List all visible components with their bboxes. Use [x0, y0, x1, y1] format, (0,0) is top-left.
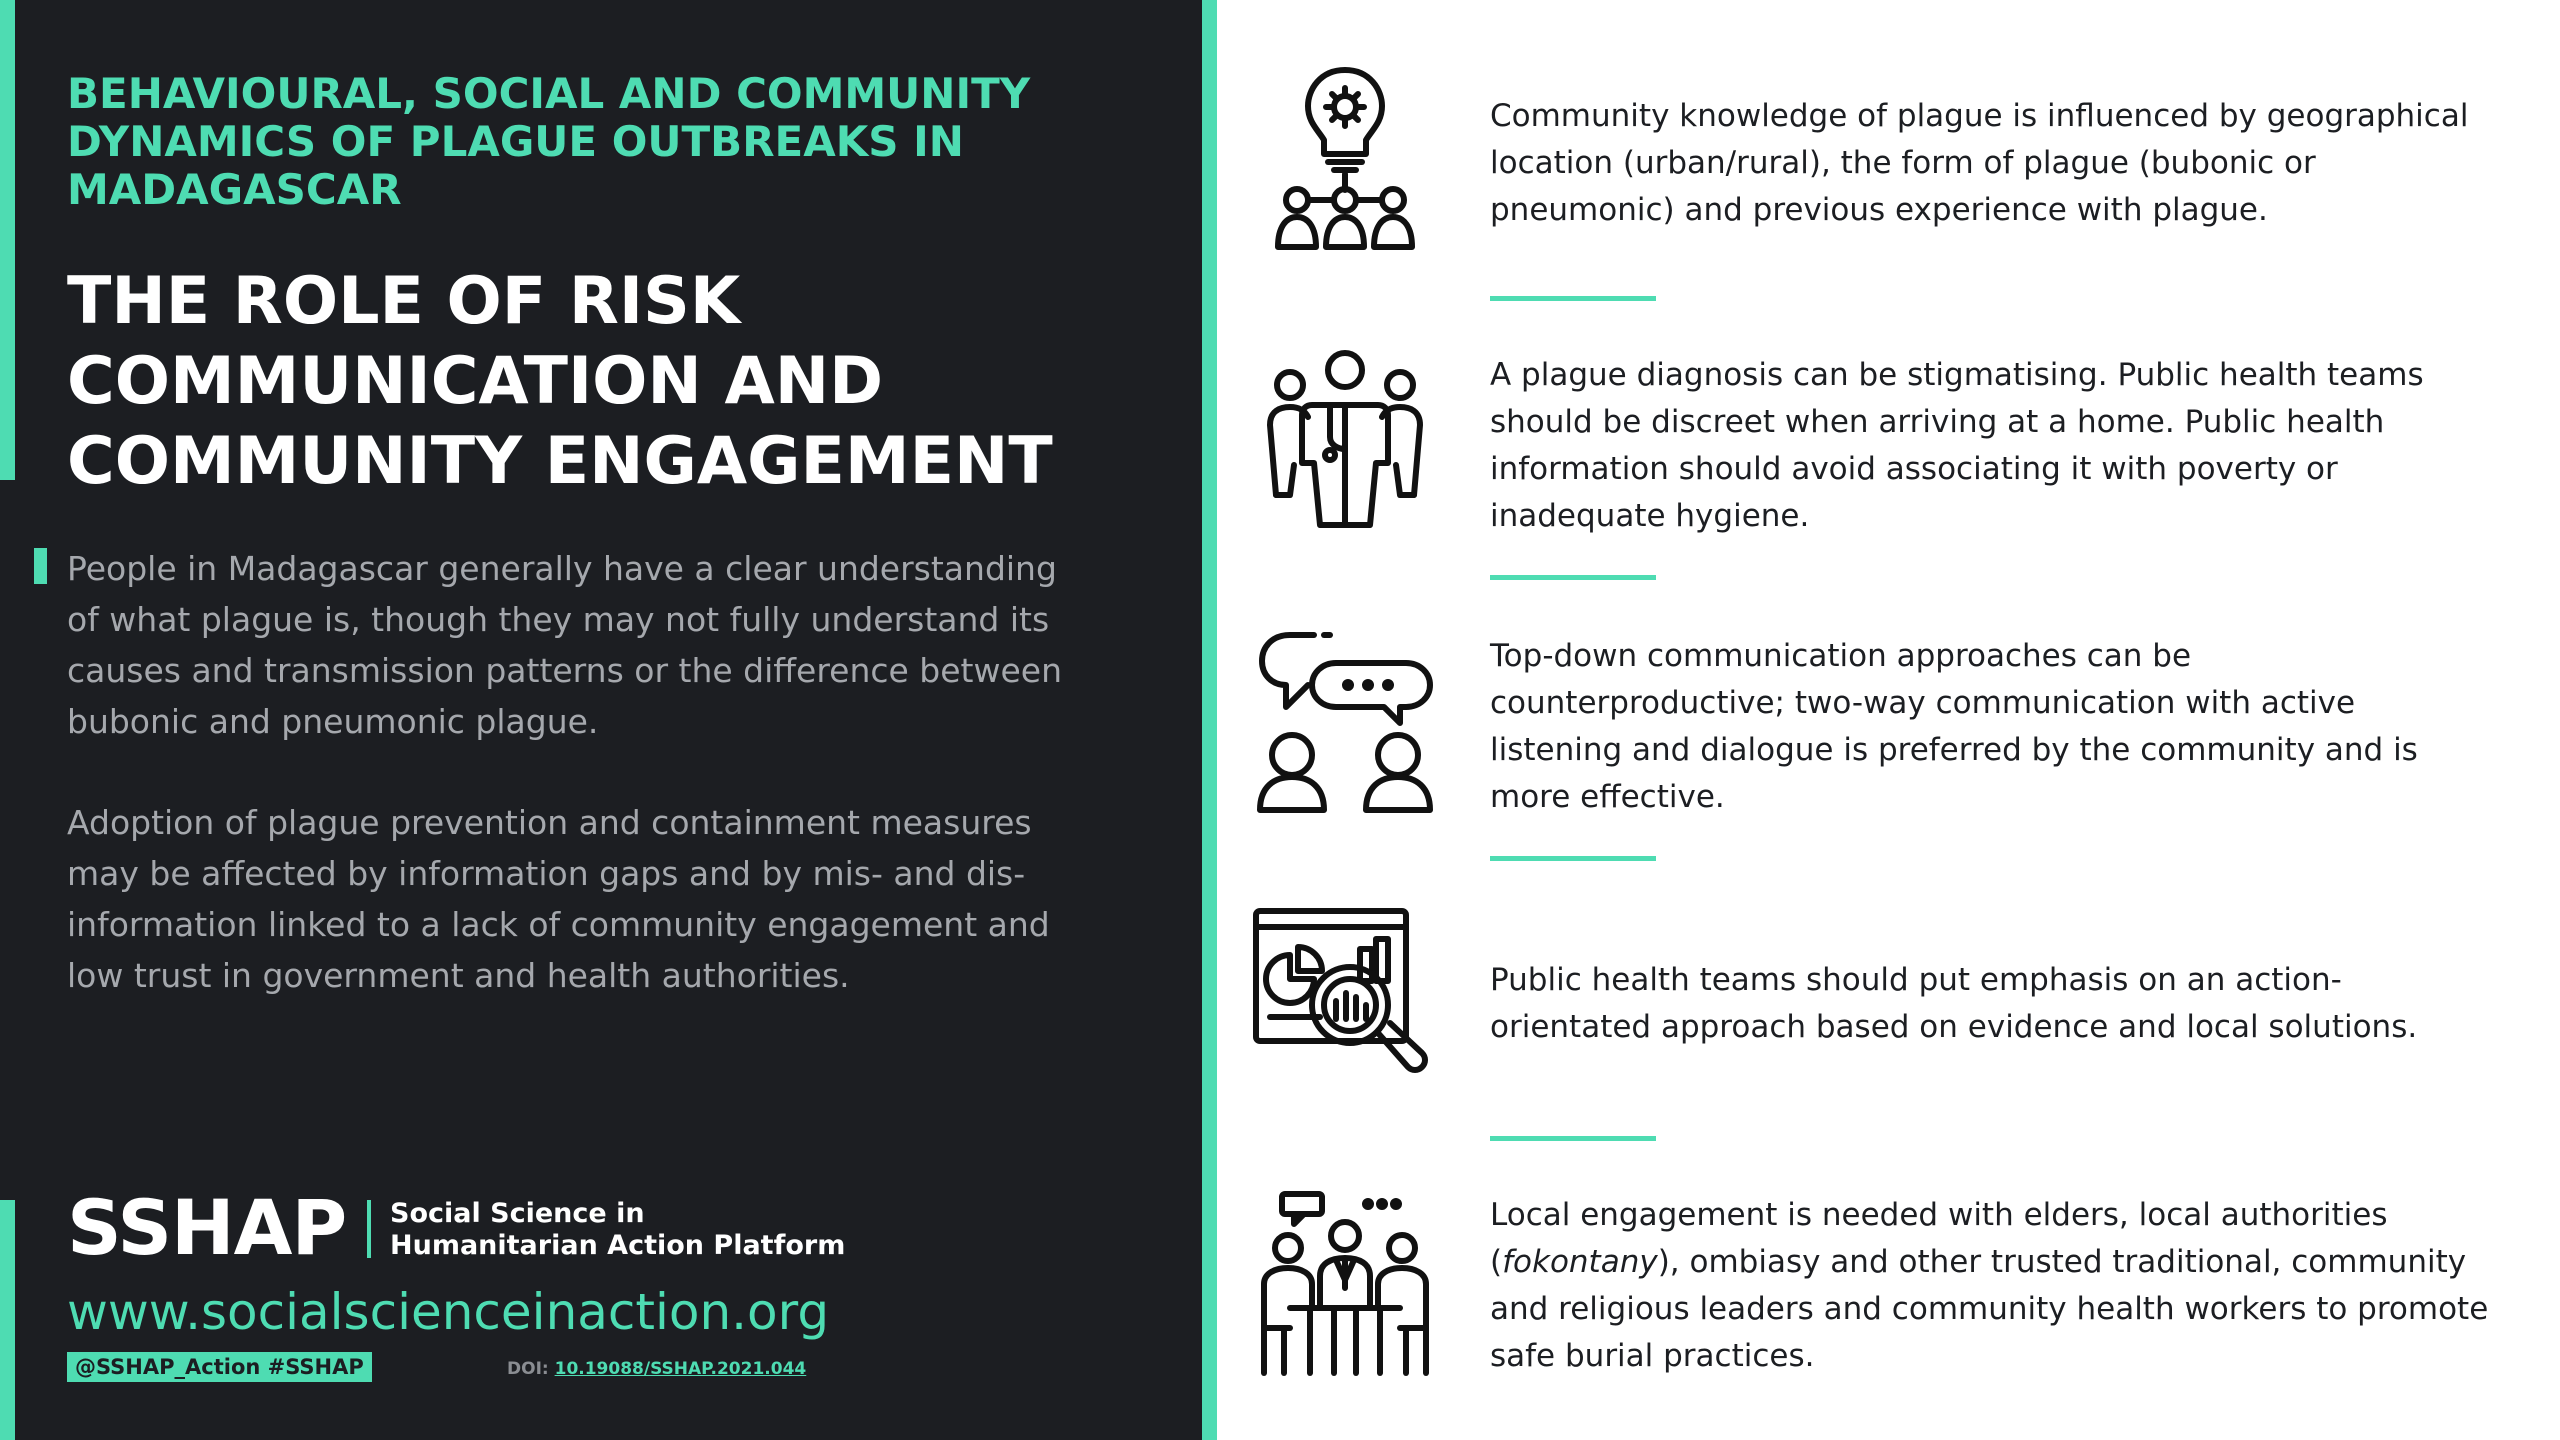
- item-4-text: Public health teams should put emphasis …: [1490, 962, 2418, 1045]
- item-3-text: Top-down communication approaches can be…: [1490, 638, 2418, 815]
- community-meeting-icon: [1250, 1188, 1440, 1378]
- accent-bar-top: [0, 0, 15, 480]
- left-panel: [0, 0, 1202, 1440]
- item-5-text-before: Local engagement is needed with elders, …: [1490, 1197, 2388, 1280]
- intro-paragraph-1: People in Madagascar generally have a cl…: [67, 549, 1063, 741]
- brand-logo: SSHAP: [67, 1183, 347, 1272]
- lightbulb-network-icon: [1250, 62, 1440, 252]
- doi-link[interactable]: 10.19088/SSHAP.2021.044: [554, 1359, 807, 1379]
- accent-bar-bottom: [0, 1200, 15, 1440]
- separator-4: [1490, 1136, 1656, 1141]
- data-analysis-magnifier-icon: [1250, 905, 1440, 1095]
- separator-3: [1490, 856, 1656, 861]
- brand-subtitle-line-1: Social Science in: [390, 1198, 645, 1229]
- item-5-text-italic: fokontany: [1502, 1244, 1658, 1280]
- item-5-text: Local engagement is needed with elders, …: [1490, 1192, 2490, 1380]
- two-way-dialogue-icon: [1250, 625, 1440, 815]
- brand-subtitle: Social Science in Humanitarian Action Pl…: [390, 1198, 845, 1262]
- kicker-heading: BEHAVIOURAL, SOCIAL AND COMMUNITY DYNAMI…: [67, 69, 1031, 214]
- item-2-text: A plague diagnosis can be stigmatising. …: [1490, 357, 2424, 534]
- intro-paragraph-2: Adoption of plague prevention and contai…: [67, 803, 1050, 995]
- doi-reference: DOI: 10.19088/SSHAP.2021.044: [507, 1358, 806, 1380]
- page-title: THE ROLE OF RISK COMMUNICATION AND COMMU…: [67, 264, 1053, 499]
- item-5-text-after: ), ombiasy and other trusted traditional…: [1490, 1244, 2489, 1374]
- website-link[interactable]: www.socialscienceinaction.org: [67, 1283, 830, 1341]
- item-1-text: Community knowledge of plague is influen…: [1490, 98, 2469, 228]
- separator-2: [1490, 575, 1656, 580]
- social-handle-badge: @SSHAP_Action #SSHAP: [67, 1352, 372, 1382]
- doi-label: DOI:: [507, 1359, 549, 1379]
- brand-separator: [367, 1200, 371, 1258]
- paragraph-marker: [34, 548, 47, 584]
- health-worker-group-icon: [1250, 345, 1440, 535]
- brand-subtitle-line-2: Humanitarian Action Platform: [390, 1230, 846, 1261]
- separator-1: [1490, 296, 1656, 301]
- panel-divider: [1202, 0, 1217, 1440]
